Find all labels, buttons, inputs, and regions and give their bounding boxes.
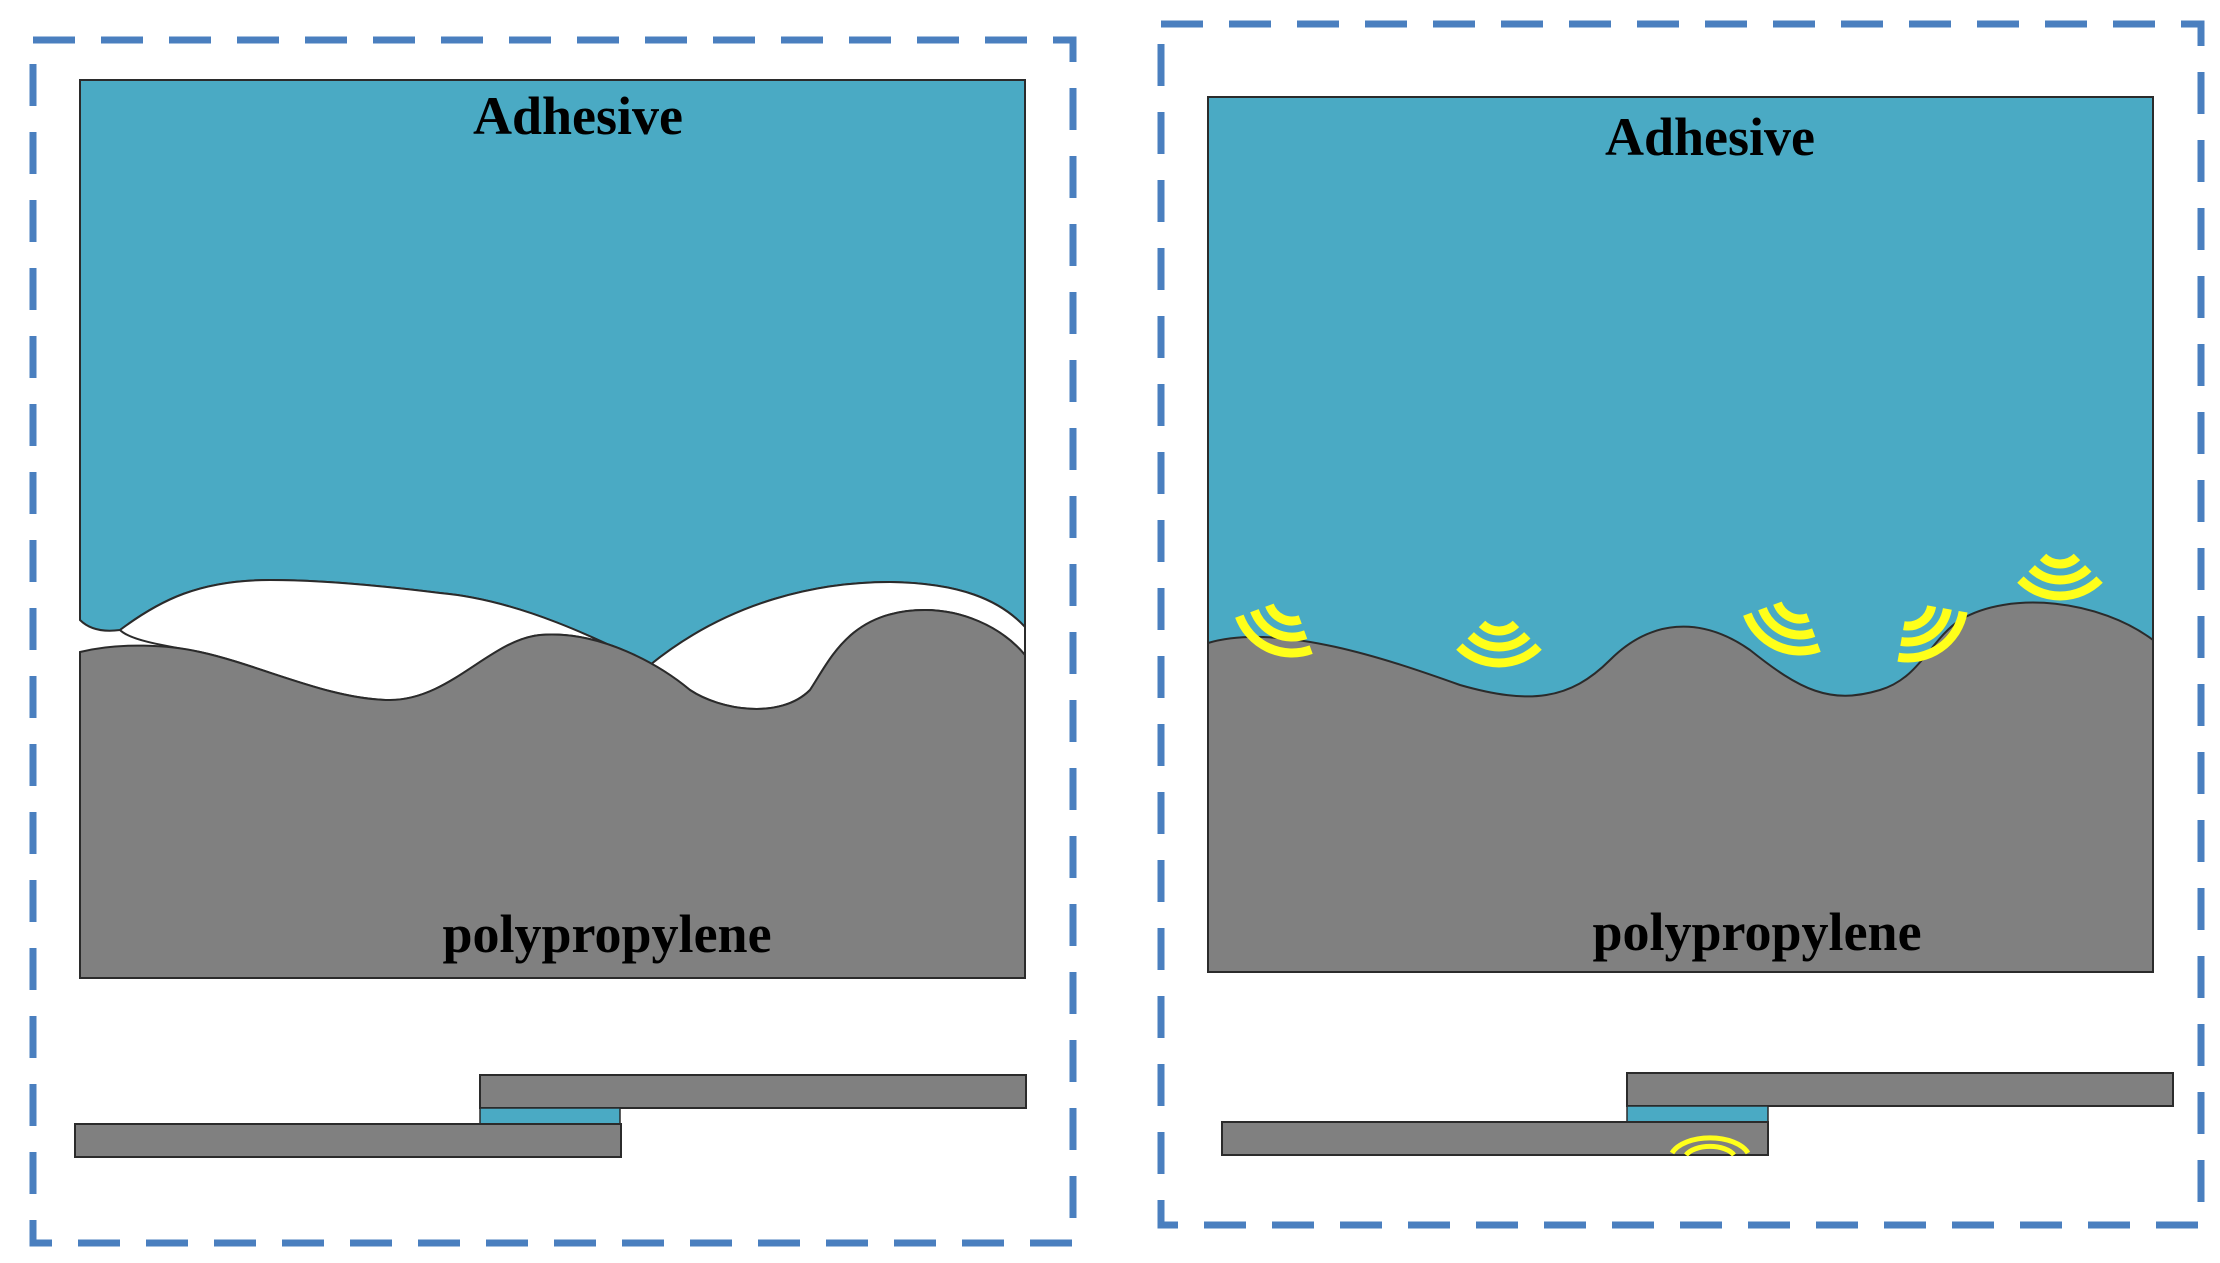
right-bond-line [1626, 1105, 1769, 1123]
interaction-wave-icon [1235, 603, 1313, 658]
left-adhesive-layer [79, 79, 1026, 667]
right-lap-joint [1221, 1072, 2174, 1157]
interaction-wave-icon [1897, 605, 1968, 663]
left-panel-frame [29, 36, 1077, 1247]
interaction-wave-icon [2017, 553, 2103, 601]
right-panel-frame [1157, 20, 2205, 1229]
left-polypropylene-layer [79, 608, 1026, 979]
left-lap-joint [74, 1074, 1027, 1158]
right-adhesive-label: Adhesive [1605, 107, 1815, 167]
interaction-wave-icon [1669, 1135, 1751, 1157]
right-lower-strip [1221, 1121, 1769, 1156]
right-polypropylene-label: polypropylene [1592, 902, 1921, 962]
left-upper-strip [479, 1074, 1027, 1109]
left-polypropylene-label: polypropylene [442, 904, 771, 964]
left-panel: Adhesive polypropylene [29, 36, 1077, 1247]
right-panel: Adhesive polypropylene [1157, 20, 2205, 1229]
left-lower-strip [74, 1123, 622, 1158]
interaction-wave-icon [1743, 601, 1821, 656]
interaction-wave-icon [1456, 620, 1542, 668]
left-bond-line [479, 1107, 621, 1125]
right-polypropylene-layer [1207, 601, 2154, 973]
right-adhesive-layer [1207, 96, 2154, 698]
right-upper-strip [1626, 1072, 2174, 1107]
left-adhesive-label: Adhesive [473, 86, 683, 146]
